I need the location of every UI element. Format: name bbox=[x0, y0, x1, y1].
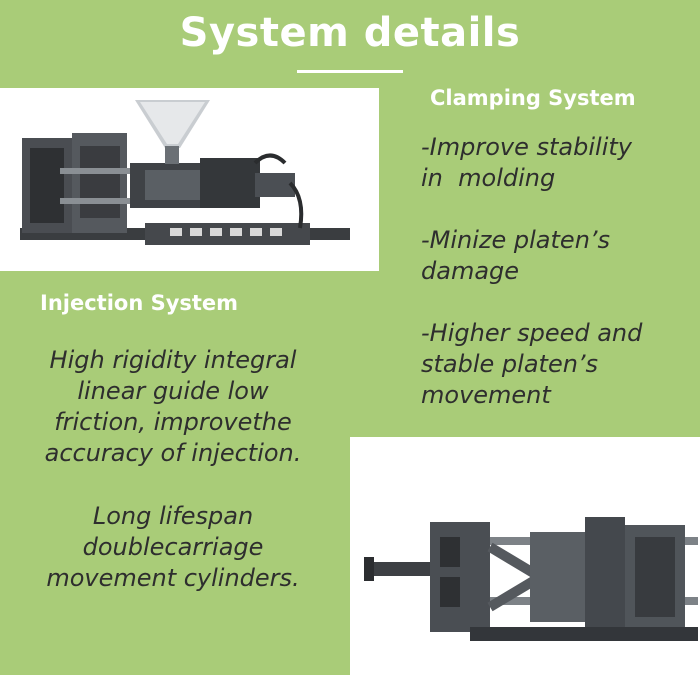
injection-paragraph-2: Long lifespan doublecarriage movement cy… bbox=[46, 502, 300, 592]
injection-description: High rigidity integral linear guide low … bbox=[28, 345, 318, 626]
injection-paragraph-1: High rigidity integral linear guide low … bbox=[44, 346, 302, 467]
clamping-feature-3: -Higher speed and stable platen’s moveme… bbox=[421, 319, 643, 409]
clamping-system-heading: Clamping System bbox=[430, 86, 636, 110]
page-title: System details bbox=[179, 10, 521, 56]
machine-photo-panel bbox=[0, 88, 379, 271]
clamping-features-list: -Improve stability in molding -Minize pl… bbox=[421, 132, 696, 442]
clamping-feature-1: -Improve stability in molding bbox=[421, 133, 632, 192]
injection-system-heading: Injection System bbox=[40, 291, 239, 315]
clamping-feature-2: -Minize platen’s damage bbox=[421, 226, 611, 285]
injection-molding-machine-image bbox=[20, 100, 350, 245]
title-underline bbox=[297, 70, 403, 73]
clamping-photo-panel bbox=[350, 437, 700, 675]
clamping-unit-image bbox=[364, 517, 698, 641]
